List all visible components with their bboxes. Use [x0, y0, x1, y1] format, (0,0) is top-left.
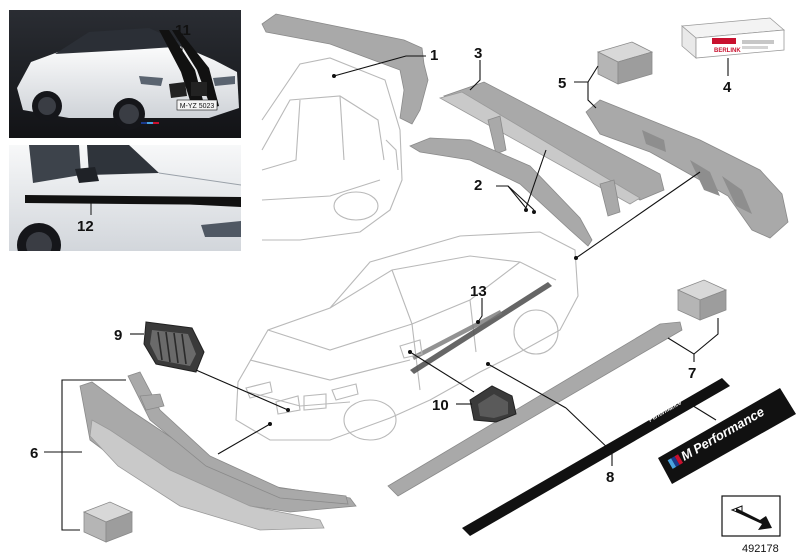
license-plate-text: M-YZ 5023 [180, 103, 215, 110]
photo-car-stripes-top: M-YZ 5023 11 [9, 10, 241, 138]
car-photo-side [9, 145, 241, 251]
leader-lines [44, 55, 729, 531]
callout-10: 10 [432, 397, 449, 414]
photo-callout-11-layer: 11 [175, 22, 191, 56]
touring-car-outline [261, 57, 403, 241]
car-photo-front: M-YZ 5023 [9, 10, 241, 138]
callout-2: 2 [474, 177, 482, 194]
orientation-arrow-icon [721, 495, 781, 537]
box-part-7 [676, 279, 728, 321]
callout-3: 3 [474, 45, 482, 62]
callout-4: 4 [723, 79, 732, 96]
box-part-6 [82, 501, 134, 543]
trunk-lip-spoiler [409, 137, 593, 247]
kidney-grille [143, 321, 205, 373]
callout-13: 13 [470, 283, 487, 300]
callout-5: 5 [558, 75, 566, 92]
callout-11: 11 [175, 22, 191, 39]
callout-6: 6 [30, 445, 38, 462]
rear-diffuser [585, 99, 789, 239]
callout-12: 12 [77, 218, 94, 235]
photo-callout-12-layer: 12 [77, 203, 94, 235]
reference-number: 492178 [742, 543, 779, 555]
roof-spoiler-touring [261, 13, 429, 125]
callout-1: 1 [430, 47, 438, 64]
mirror-cap [469, 385, 517, 423]
front-splitter [79, 371, 357, 531]
callout-9: 9 [114, 327, 122, 344]
box-brand-text: BERLINK [714, 48, 741, 54]
rear-wing [438, 81, 665, 217]
side-skirt [387, 321, 683, 497]
callout-labels: 1 2 3 4 5 6 7 8 9 10 13 [30, 45, 732, 486]
photo-car-side-stripe: 12 [9, 145, 241, 251]
product-box-part-4: BERLINK [681, 17, 785, 59]
callout-7: 7 [688, 365, 696, 382]
box-part-5 [596, 41, 654, 85]
callout-8: 8 [606, 469, 614, 486]
